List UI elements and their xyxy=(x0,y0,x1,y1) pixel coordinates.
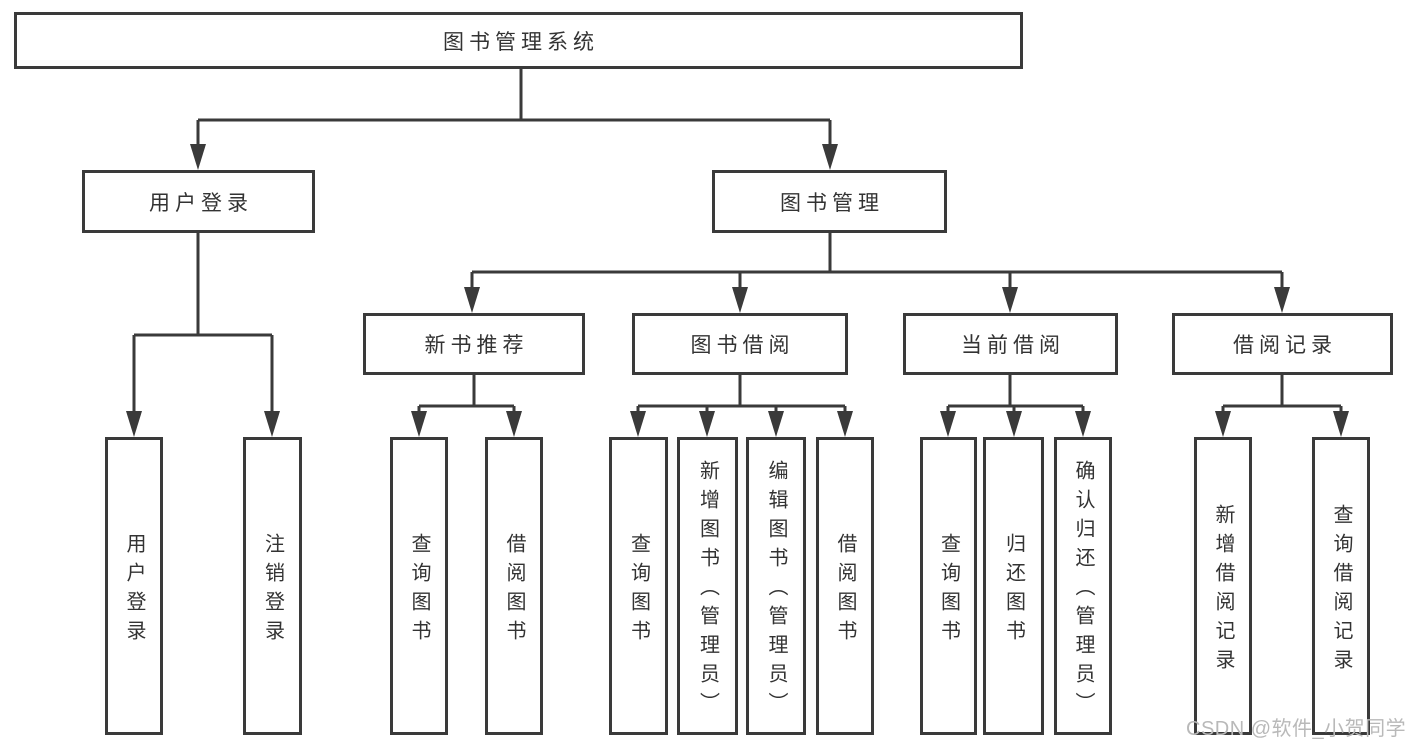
node-borrow-books-recommend: 借阅图书 xyxy=(485,437,543,735)
node-book-management: 图书管理 xyxy=(712,170,947,233)
node-label: 注销登录 xyxy=(261,532,284,649)
node-label: 当前借阅 xyxy=(961,334,1065,357)
node-label: 归还图书 xyxy=(1002,532,1025,649)
node-book-borrowing: 图书借阅 xyxy=(632,313,848,375)
node-label: 图书管理系统 xyxy=(443,30,599,54)
node-label: 图书借阅 xyxy=(690,334,795,357)
node-library-management-system: 图书管理系统 xyxy=(14,12,1023,69)
node-return-books: 归还图书 xyxy=(983,437,1044,735)
node-user-login: 用户登录 xyxy=(82,170,315,233)
node-query-books-recommend: 查询图书 xyxy=(390,437,448,735)
node-label: 确认归还（管理员） xyxy=(1072,460,1094,721)
node-label: 查询图书 xyxy=(627,532,650,649)
node-user-login-leaf: 用户登录 xyxy=(105,437,163,735)
node-label: 查询图书 xyxy=(408,532,430,649)
node-query-books-current: 查询图书 xyxy=(920,437,977,735)
node-label: 编辑图书（管理员） xyxy=(765,460,787,721)
node-edit-books-admin: 编辑图书（管理员） xyxy=(746,437,806,735)
node-label: 借阅图书 xyxy=(503,532,525,649)
node-query-borrow-record: 查询借阅记录 xyxy=(1312,437,1370,735)
node-query-books-borrowing: 查询图书 xyxy=(609,437,668,735)
node-borrowing-records: 借阅记录 xyxy=(1172,313,1393,375)
node-logout: 注销登录 xyxy=(243,437,302,735)
node-borrow-books: 借阅图书 xyxy=(816,437,874,735)
node-label: 借阅图书 xyxy=(834,532,856,649)
node-label: 用户登录 xyxy=(149,191,253,215)
csdn-watermark: CSDN @软件_小贺同学 xyxy=(1186,718,1405,740)
node-add-borrow-record: 新增借阅记录 xyxy=(1194,437,1252,735)
node-confirm-return-admin: 确认归还（管理员） xyxy=(1054,437,1112,735)
node-add-books-admin: 新增图书（管理员） xyxy=(677,437,738,735)
node-new-book-recommendation: 新书推荐 xyxy=(363,313,585,375)
node-label: 查询借阅记录 xyxy=(1330,503,1352,678)
node-label: 用户登录 xyxy=(123,532,145,649)
arrowheads xyxy=(126,144,1349,437)
node-label: 新书推荐 xyxy=(424,334,529,357)
node-current-borrowing: 当前借阅 xyxy=(903,313,1118,375)
node-label: 新增借阅记录 xyxy=(1212,503,1234,678)
node-label: 查询图书 xyxy=(937,532,960,649)
node-label: 借阅记录 xyxy=(1233,334,1337,357)
node-label: 图书管理 xyxy=(780,191,884,215)
node-label: 新增图书（管理员） xyxy=(696,460,719,721)
